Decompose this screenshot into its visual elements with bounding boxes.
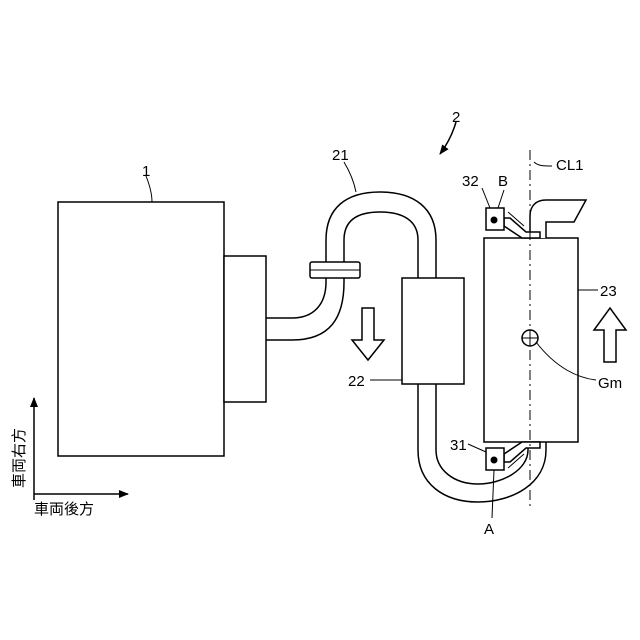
label-mount-rear: 31 bbox=[450, 437, 467, 454]
label-centerline: CL1 bbox=[556, 157, 584, 174]
flow-arrow-down bbox=[352, 308, 384, 360]
label-exhaust-device: 2 bbox=[452, 109, 460, 126]
leader-a bbox=[492, 470, 494, 518]
label-point-a: A bbox=[484, 521, 494, 538]
leader-31 bbox=[468, 444, 486, 452]
leader-pipe bbox=[344, 162, 356, 192]
label-mount-front: 32 bbox=[462, 173, 479, 190]
label-catalyst: 22 bbox=[348, 373, 365, 390]
engine-block bbox=[58, 202, 224, 456]
leader-b bbox=[498, 190, 504, 208]
label-center-of-mass: Gm bbox=[598, 375, 622, 392]
label-point-b: B bbox=[498, 173, 508, 190]
leader-cl1 bbox=[534, 162, 552, 166]
engine-flange bbox=[224, 256, 266, 402]
leader-device-arrow bbox=[440, 122, 456, 154]
label-muffler: 23 bbox=[600, 283, 617, 300]
catalyst-box bbox=[402, 278, 464, 384]
mount-rear bbox=[486, 442, 540, 470]
label-engine: 1 bbox=[142, 163, 150, 180]
label-exhaust-pipe: 21 bbox=[332, 147, 349, 164]
flow-arrow-up bbox=[594, 308, 626, 362]
label-vehicle-rear: 車両後方 bbox=[34, 501, 94, 518]
leader-32 bbox=[482, 188, 490, 208]
label-vehicle-right: 車両右方 bbox=[11, 428, 28, 488]
